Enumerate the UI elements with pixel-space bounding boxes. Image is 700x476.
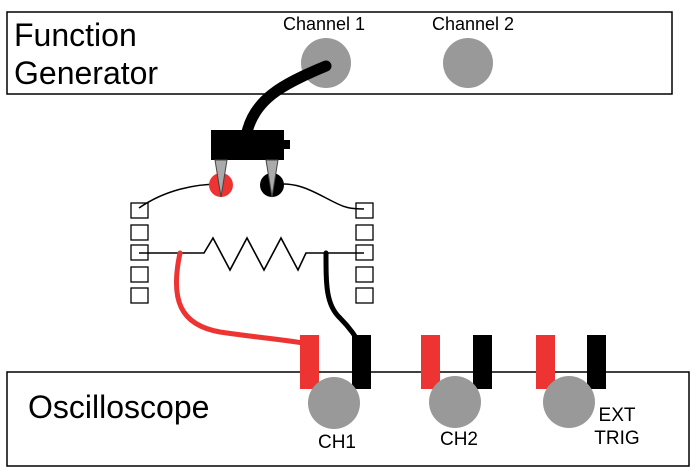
- terminal-left-5: [130, 287, 149, 304]
- probe-clip-body: [211, 130, 284, 160]
- terminal-right-4: [355, 266, 374, 283]
- function-generator-title-line2: Generator: [14, 55, 158, 91]
- probe-red-tip: [214, 159, 228, 198]
- ch1-red-plug: [300, 335, 319, 389]
- wire-probe-right: [271, 183, 365, 210]
- channel1-label: Channel 1: [283, 14, 365, 34]
- ch1-label: CH1: [318, 432, 356, 453]
- ch1-connector[interactable]: [308, 377, 360, 429]
- function-generator: Function Generator Channel 1 Channel 2: [6, 11, 673, 95]
- probe-clip-icon: [209, 130, 290, 198]
- probe-clip-tab: [281, 140, 290, 149]
- terminal-left-2: [130, 224, 149, 241]
- ext-trig-red-plug: [536, 335, 555, 389]
- channel2-label: Channel 2: [432, 14, 514, 34]
- terminal-right-2: [355, 224, 374, 241]
- oscilloscope: Oscilloscope CH1 CH2 EXT TRIG: [6, 335, 690, 467]
- resistor-zigzag-icon: [139, 236, 364, 272]
- wire-probe-left: [138, 183, 221, 209]
- ch2-label: CH2: [440, 429, 478, 450]
- ch2-connector[interactable]: [429, 376, 481, 428]
- ext-trig-connector[interactable]: [543, 376, 595, 428]
- terminal-right-1: [355, 202, 374, 219]
- ch2-red-plug: [421, 335, 440, 389]
- breadboard-right-terminals: [355, 202, 374, 304]
- ext-trig-label-line1: EXT: [599, 405, 636, 426]
- channel2-connector[interactable]: [443, 38, 493, 88]
- ch1-black-plug: [352, 335, 371, 389]
- ext-trig-black-plug: [587, 335, 606, 389]
- terminal-right-5: [355, 287, 374, 304]
- function-generator-box: [6, 11, 673, 95]
- ext-trig-label-line2: TRIG: [594, 428, 639, 449]
- oscilloscope-box: [6, 371, 690, 467]
- ch2-black-plug: [473, 335, 492, 389]
- probe-black-tip: [265, 159, 279, 198]
- function-generator-title-line1: Function: [14, 17, 137, 53]
- red-lead-wire: [173, 250, 311, 347]
- terminal-left-4: [130, 266, 149, 283]
- oscilloscope-title: Oscilloscope: [28, 389, 209, 425]
- generator-cable: [241, 60, 332, 138]
- terminal-left-1: [130, 202, 149, 219]
